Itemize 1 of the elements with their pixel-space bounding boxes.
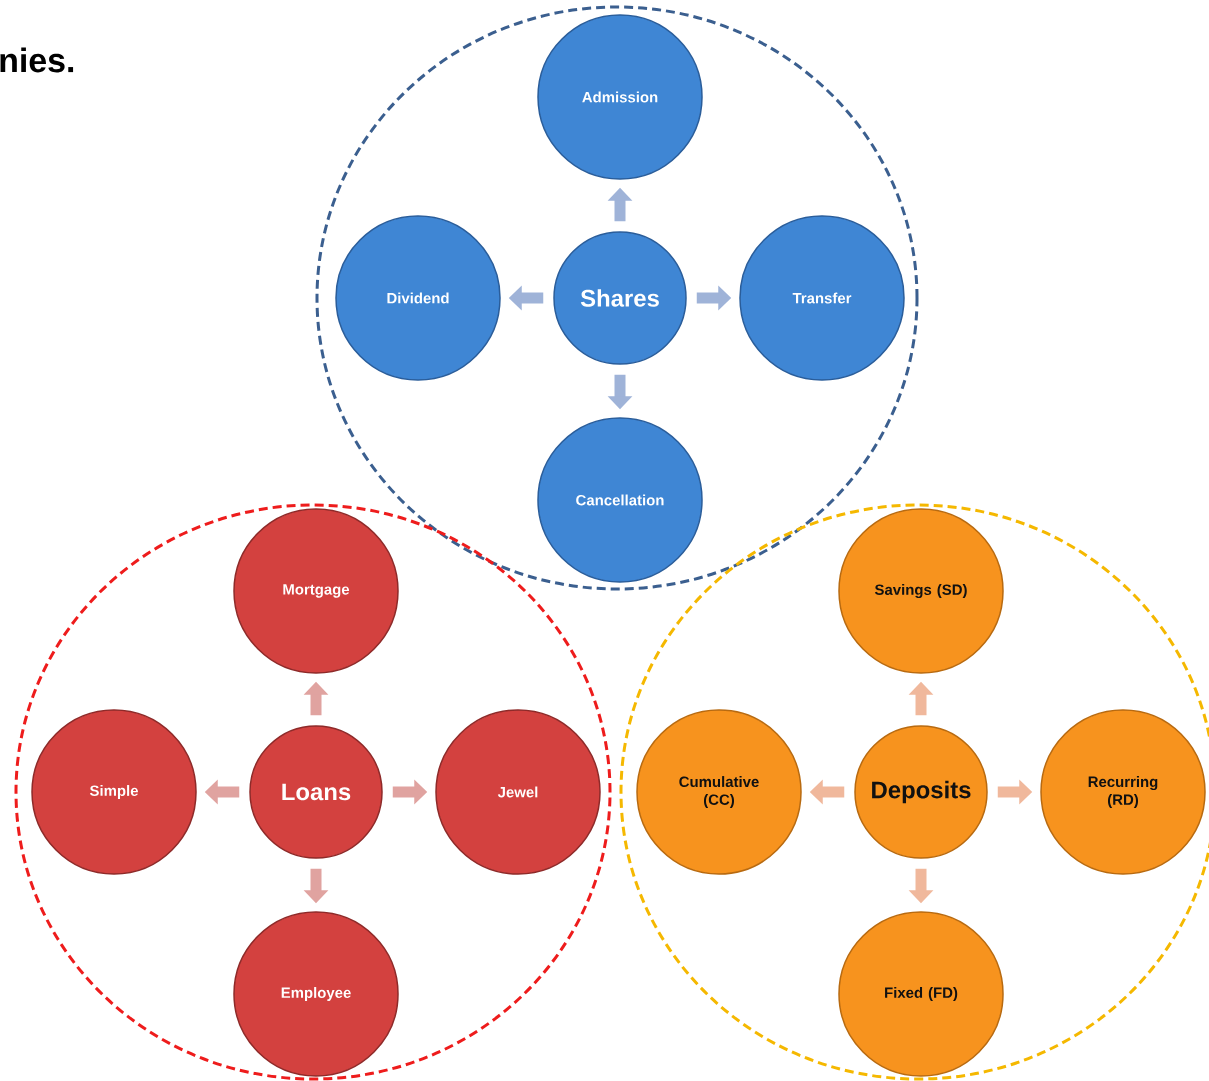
title: nies. [0, 47, 74, 73]
